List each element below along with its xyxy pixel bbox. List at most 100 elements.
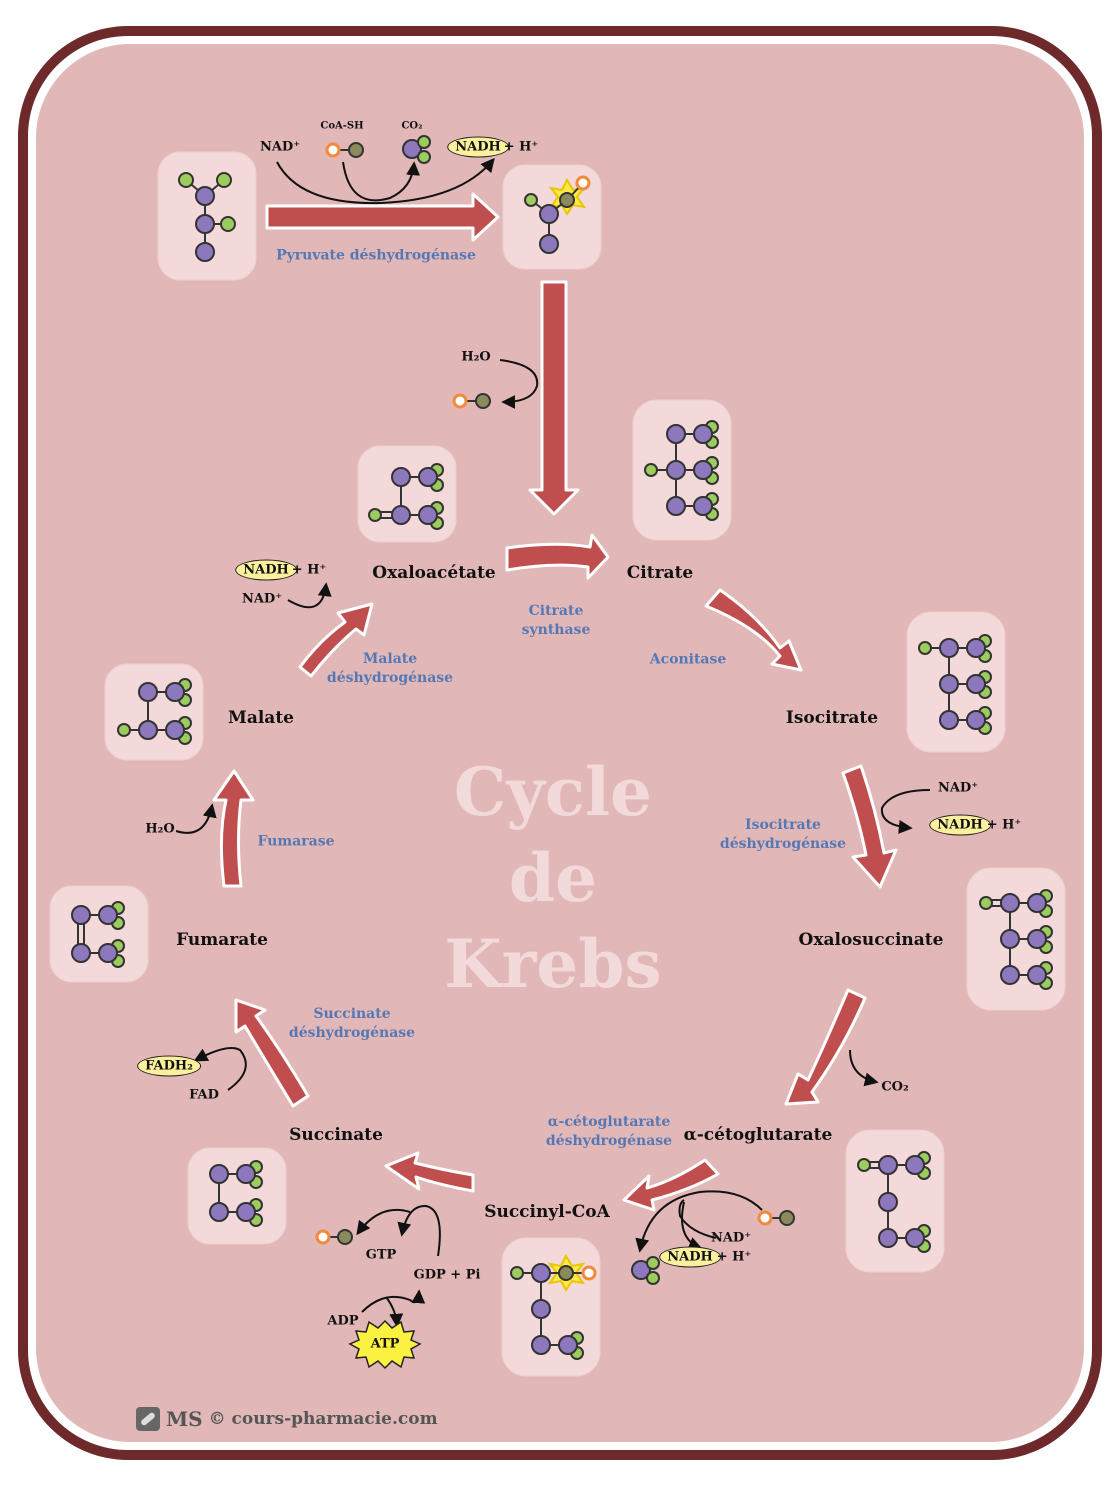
oxalosuccinate-label: Oxalosuccinate [798, 930, 944, 950]
scs-adp-arc [361, 1289, 426, 1313]
scs-coa-molecule [315, 1229, 353, 1245]
malate-dh-line-2: déshydrogénase [326, 670, 454, 686]
pdh-nad-arc [276, 157, 495, 205]
akg-nad: NAD⁺ [710, 1230, 752, 1246]
succinate-dh-line-1: Succinate [313, 1006, 391, 1022]
pdh-coa-arc [342, 161, 421, 202]
acetyl-coa-molecule [524, 175, 591, 254]
aconitase-enzyme: Aconitase [649, 651, 727, 668]
oxalosuccinate-molecule [979, 889, 1053, 990]
isocitrate-dh-line-1: Isocitrate [745, 817, 821, 833]
title-line-3: Krebs [444, 925, 662, 1003]
akg-nadh: NADH [659, 1246, 721, 1268]
fumarate-molecule [71, 901, 125, 968]
citrate-synthase-arrow [505, 533, 610, 580]
succinate-dh-line-2: déshydrogénase [288, 1025, 416, 1041]
pdh-nadh: NADH [447, 136, 509, 158]
mdh-h: + H⁺ [291, 562, 327, 578]
pyruvate-molecule [178, 172, 236, 262]
fumarase-arrow [212, 769, 255, 888]
akg-dh-line-1: α-cétoglutarate [547, 1114, 671, 1130]
pdh-arrow [265, 192, 500, 242]
title-line-2: de [508, 839, 598, 917]
idh-h: + H⁺ [986, 817, 1022, 833]
os-co2: CO₂ [881, 1079, 909, 1095]
akg-h: + H⁺ [716, 1249, 752, 1265]
succinyl-coa-synthetase-arrow [384, 1151, 475, 1193]
diagram-title: Cycle de Krebs [444, 749, 661, 1007]
aconitase-arrow [704, 588, 803, 672]
pdh-nad: NAD⁺ [259, 139, 301, 155]
cs-h2o-arc [499, 359, 539, 409]
oxaloacetate-label: Oxaloacétate [372, 563, 496, 583]
malate-dh-line-1: Malate [362, 651, 418, 667]
cofactor-arrows [175, 157, 931, 1328]
scs-atp-arc [385, 1296, 404, 1328]
citrate-label: Citrate [626, 563, 694, 583]
footer-brand: MS [166, 1407, 203, 1431]
cs-coa-molecule [452, 393, 491, 409]
malate-molecule [117, 678, 192, 745]
akg-dh-line-2: déshydrogénase [545, 1133, 673, 1149]
sdh-fad: FAD [189, 1087, 219, 1103]
scs-gdp-arc [397, 1204, 441, 1257]
pdh-coash: CoA-SH [320, 120, 364, 132]
akg-dh-enzyme: α-cétoglutarate déshydrogénase [546, 1113, 672, 1151]
malate-dh-enzyme: Malate déshydrogénase [327, 650, 453, 688]
isocitrate-dh-line-2: déshydrogénase [719, 836, 847, 852]
idh-nad: NAD⁺ [937, 780, 979, 796]
scs-gdp: GDP + Pi [413, 1267, 481, 1283]
succinate-dh-enzyme: Succinate déshydrogénase [289, 1005, 415, 1043]
oxalosuccinate-to-akg-arrow [784, 988, 867, 1106]
mdh-nad-arc [287, 582, 332, 609]
pill-logo-icon [136, 1407, 160, 1431]
malate-dh-arrow [298, 602, 374, 678]
scs-gtp: GTP [365, 1247, 397, 1263]
citrate-synthase-enzyme: Citrate synthase [522, 602, 591, 640]
akg-molecule [857, 1151, 931, 1253]
akg-coa-molecule [757, 1210, 795, 1226]
citrate-synthase-line-1: Citrate [528, 603, 584, 619]
pdh-coa-molecule [325, 142, 364, 158]
succinyl-coa-molecule [510, 1253, 597, 1360]
cs-h2o: H₂O [461, 349, 491, 365]
mdh-nad: NAD⁺ [241, 591, 283, 607]
footer: MS © cours-pharmacie.com [136, 1405, 438, 1433]
pyruvate-dh-enzyme: Pyruvate déshydrogénase [276, 247, 476, 264]
isocitrate-molecule [918, 634, 992, 735]
fum-h2o: H₂O [145, 821, 175, 837]
citrate-synthase-line-2: synthase [521, 622, 591, 638]
akg-co2-molecule [631, 1256, 660, 1285]
isocitrate-dh-arrow [841, 764, 898, 889]
scs-atp: ATP [370, 1336, 400, 1352]
sdh-fadh2: FADH₂ [137, 1055, 201, 1077]
sdh-fad-arc [193, 1047, 247, 1091]
atp-burst [348, 1319, 422, 1370]
citrate-molecule [644, 420, 719, 521]
akg-dh-arrow [622, 1158, 720, 1212]
footer-site: © cours-pharmacie.com [208, 1409, 438, 1429]
idh-nad-arc [880, 789, 931, 834]
malate-card [104, 663, 204, 761]
idh-nadh: NADH [929, 814, 991, 836]
akg-label: α-cétoglutarate [683, 1125, 833, 1145]
succinyl-coa-card [501, 1237, 601, 1377]
pdh-co2: CO₂ [401, 120, 423, 132]
succinate-molecule [209, 1160, 263, 1227]
succinyl-coa-label: Succinyl-CoA [484, 1202, 610, 1222]
akg-nadh-arc [681, 1201, 703, 1251]
fumarase-enzyme: Fumarase [257, 833, 335, 850]
molecules [71, 135, 1053, 1360]
mdh-nadh: NADH [235, 559, 297, 581]
malate-label: Malate [228, 708, 294, 728]
fumarate-card [49, 885, 149, 983]
pdh-co2-molecule [402, 135, 431, 164]
scs-adp: ADP [327, 1313, 359, 1329]
pdh-h: + H⁺ [503, 139, 539, 155]
scs-coa-arc [356, 1208, 411, 1236]
akg-coa-arc [635, 1190, 763, 1253]
title-line-1: Cycle [453, 753, 653, 831]
isocitrate-dh-enzyme: Isocitrate déshydrogénase [720, 816, 846, 854]
